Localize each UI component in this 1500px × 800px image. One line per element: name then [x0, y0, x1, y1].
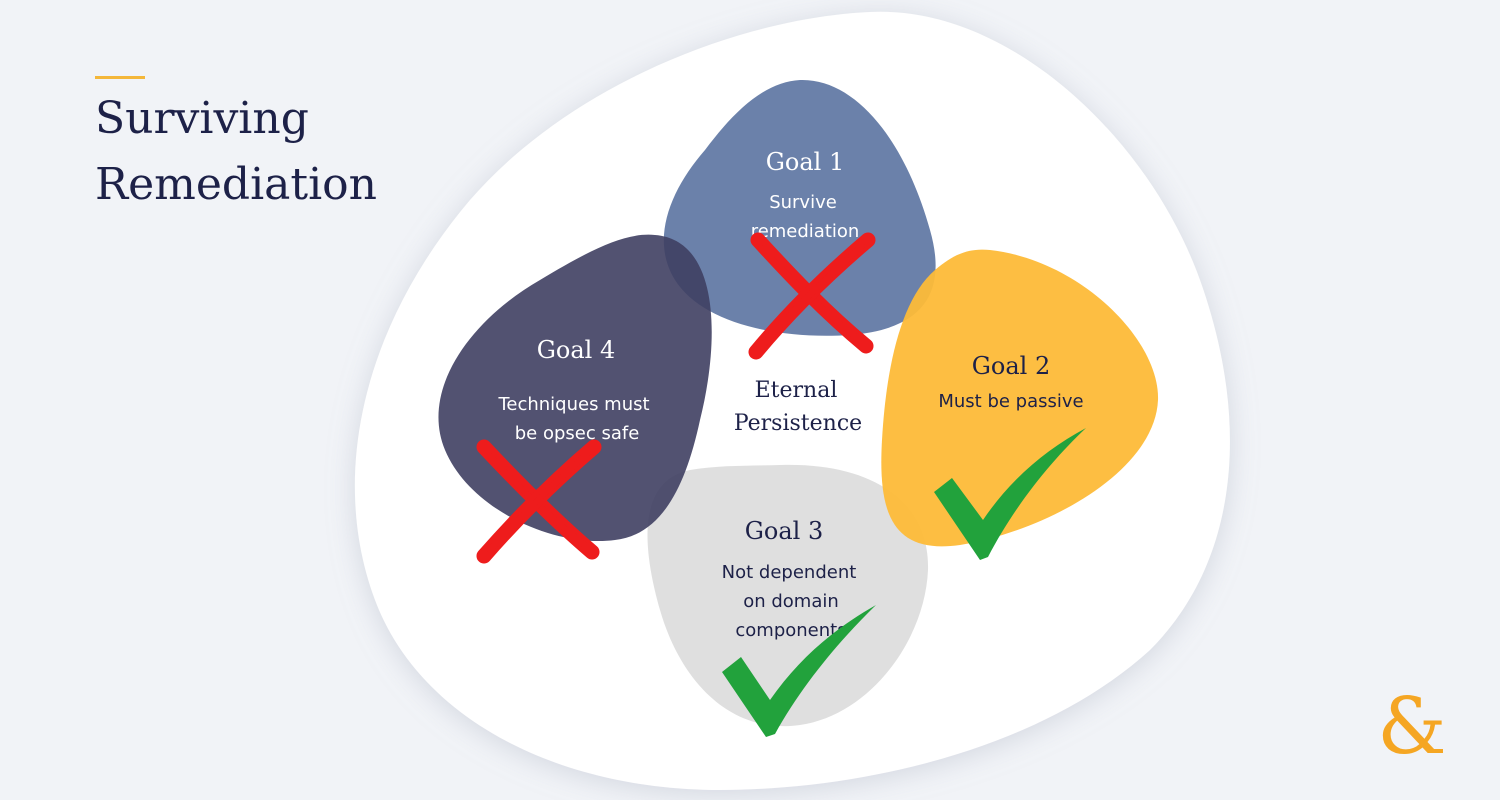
goal-3-text-line-2: on domain — [743, 591, 839, 612]
slide-title-line-1: Surviving — [95, 93, 309, 144]
slide-title: Surviving Remediation — [95, 86, 377, 218]
goal-3-green-check-icon — [722, 605, 876, 737]
logo-glyph: & — [1377, 682, 1446, 765]
goal-2-text-line-1: Must be passive — [938, 391, 1083, 412]
goal-4-red-x-icon — [476, 439, 602, 564]
goal-1-text-line-1: Survive — [769, 192, 837, 213]
goal-2-green-check-icon — [934, 428, 1086, 560]
goal-1-title: Goal 1 — [766, 148, 845, 176]
center-label-line-1: Eternal — [755, 378, 838, 403]
goal-1-text-line-2: remediation — [751, 221, 860, 242]
goal-1-blob — [663, 79, 936, 336]
goal-4-text-line-2: be opsec safe — [515, 423, 640, 444]
slide-title-line-2: Remediation — [95, 159, 377, 210]
goal-4-text-line-1: Techniques must — [497, 394, 649, 415]
goal-4-title: Goal 4 — [537, 336, 616, 364]
goal-3-text-line-3: components — [735, 620, 846, 641]
goal-3-title: Goal 3 — [745, 517, 824, 545]
title-accent-rule — [95, 76, 145, 79]
goal-3-blob — [647, 464, 929, 727]
goal-2-blob — [881, 249, 1159, 547]
goal-3-text-line-1: Not dependent — [722, 562, 857, 583]
ampersand-logo-icon: & — [1377, 682, 1446, 765]
backdrop-blob — [354, 11, 1230, 790]
goal-2-title: Goal 2 — [972, 352, 1051, 380]
goal-1-red-x-icon — [748, 232, 876, 360]
center-label-line-2: Persistence — [734, 411, 862, 436]
